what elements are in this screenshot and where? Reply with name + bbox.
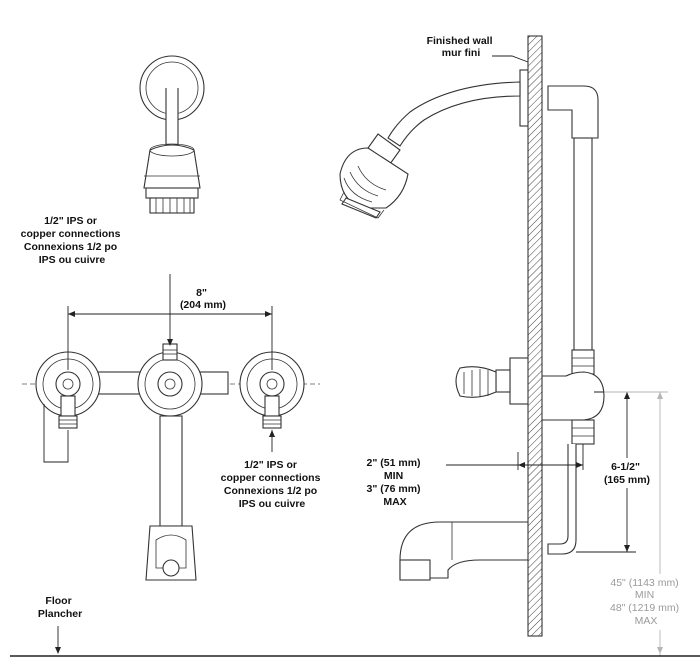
side-handle [455,357,529,405]
side-shower-arm [339,69,529,219]
floor-label: Floor Plancher [38,595,82,620]
side-spout [399,521,529,581]
depth-dimension [446,444,584,470]
front-shower-head [139,55,205,214]
spout-height-label: 45" (1143 mm) MIN 48" (1219 mm) MAX [610,577,682,627]
connections-bottom-label: 1/2" IPS or copper connections Connexion… [221,459,324,510]
connections-top-label: 1/2" IPS or copper connections Connexion… [21,215,124,266]
height-label: 6-1/2" (165 mm) [604,461,650,486]
finished-wall [527,35,543,637]
width-label: 8" (204 mm) [180,287,226,311]
connections-left-leader [43,404,69,463]
side-riser [541,85,605,555]
front-valve-body [22,343,320,581]
depth-label: 2" (51 mm) MIN 3" (76 mm) MAX [367,457,424,508]
finished-wall-label: Finished wall mur fini [427,35,496,59]
